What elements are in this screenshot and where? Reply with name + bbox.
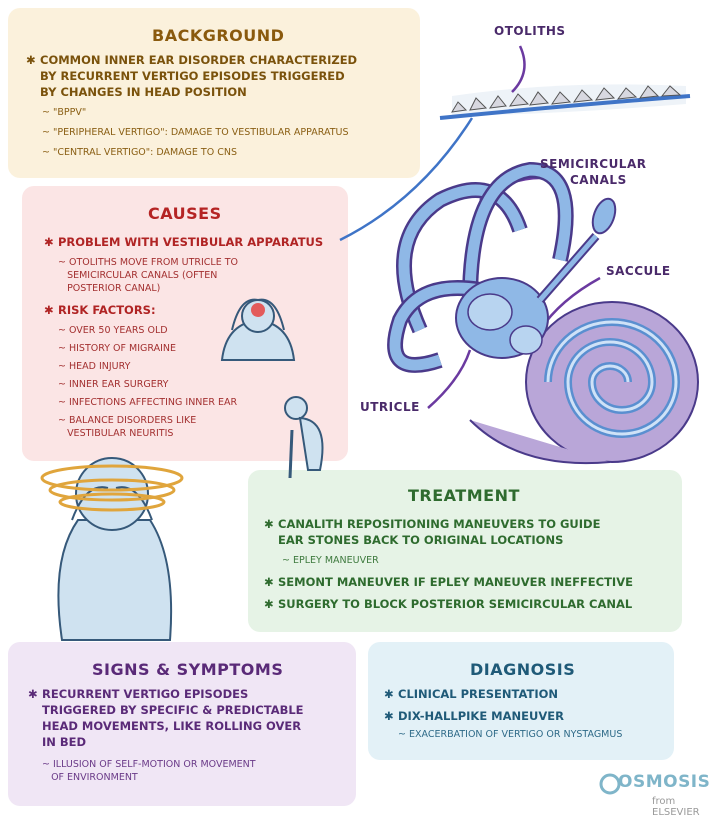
causes-sub-1: ~ OTOLITHS MOVE from UTRICLE to SEMICIRC…: [58, 257, 239, 294]
dizzy-figure: [40, 457, 184, 641]
otoliths-patch: [439, 84, 691, 120]
risk-factor: ~ INFECTIONS affecting INNER EAR: [58, 397, 238, 408]
background-sub-2: ~ "PERIPHERAL VERTIGO": DAMAGE to VESTIB…: [42, 127, 349, 138]
causes-title: CAUSES: [148, 204, 222, 223]
utricle-sac: [467, 293, 513, 331]
risk-factor: ~ BALANCE DISORDERS like VESTIBULAR NEUR…: [58, 415, 197, 439]
elderly-figure: [284, 396, 324, 479]
osmosis-logo: OSMOSIS: [618, 772, 711, 792]
diagnosis-panel: [368, 642, 674, 760]
label-otoliths: OTOLITHS: [494, 24, 566, 38]
saccule-sac: [509, 325, 543, 355]
diagnosis-title: DIAGNOSIS: [470, 660, 576, 679]
label-saccule: SACCULE: [606, 264, 671, 278]
cochlea: [469, 301, 699, 465]
signs-panel: [8, 642, 356, 806]
label-semicircular-canals: SEMICIRCULAR CANALS: [540, 157, 647, 187]
background-panel: [8, 8, 420, 178]
osmosis-logo-sub: from ELSEVIER: [652, 796, 700, 818]
signs-title: SIGNS & SYMPTOMS: [92, 660, 284, 679]
background-title: BACKGROUND: [152, 26, 285, 45]
background-sub-1: ~ "BPPV": [42, 107, 87, 118]
osmosis-logo-icon: [599, 773, 621, 795]
semicircular-canals: [387, 161, 574, 373]
risk-factor: ~ INNER EAR SURGERY: [58, 379, 169, 390]
label-utricle: UTRICLE: [360, 400, 420, 414]
risk-factor: ~ OVER 50 YEARS OLD: [58, 325, 168, 336]
diagnosis-bullet-1: ✱CLINICAL PRESENTATION: [384, 687, 559, 701]
causes-bullet-1: ✱PROBLEM with VESTIBULAR APPARATUS: [44, 235, 324, 249]
diagnosis-bullet-2: ✱DIX-HALLPIKE MANEUVER: [384, 709, 564, 723]
diagnosis-sub: ~ EXACERBATION of VERTIGO or NYSTAGMUS: [398, 729, 623, 740]
treatment-bullet-1: ✱CANALITH REPOSITIONING MANEUVERS to GUI…: [264, 517, 601, 547]
treatment-sub-1: ~ EPLEY MANEUVER: [282, 555, 379, 566]
background-bullet: ✱COMMON INNER EAR DISORDER CHARACTERIZED…: [26, 53, 358, 99]
risk-factor: ~ HEAD INJURY: [58, 361, 131, 372]
signs-sub: ~ ILLUSION of SELF-MOTION or MOVEMENT of…: [42, 759, 256, 783]
background-sub-3: ~ "CENTRAL VERTIGO": DAMAGE to CNS: [42, 147, 238, 158]
treatment-title: TREATMENT: [408, 486, 520, 505]
causes-bullet-2: ✱RISK FACTORS:: [44, 303, 156, 317]
signs-bullet: ✱RECURRENT VERTIGO EPISODES TRIGGERED by…: [28, 687, 304, 749]
treatment-bullet-3: ✱SURGERY to BLOCK POSTERIOR SEMICIRCULAR…: [264, 597, 633, 611]
risk-factor: ~ HISTORY of MIGRAINE: [58, 343, 177, 354]
treatment-bullet-2: ✱SEMONT MANEUVER if EPLEY MANEUVER INEFF…: [264, 575, 633, 589]
head-pain-figure: [220, 298, 296, 361]
treatment-panel: [248, 470, 682, 632]
